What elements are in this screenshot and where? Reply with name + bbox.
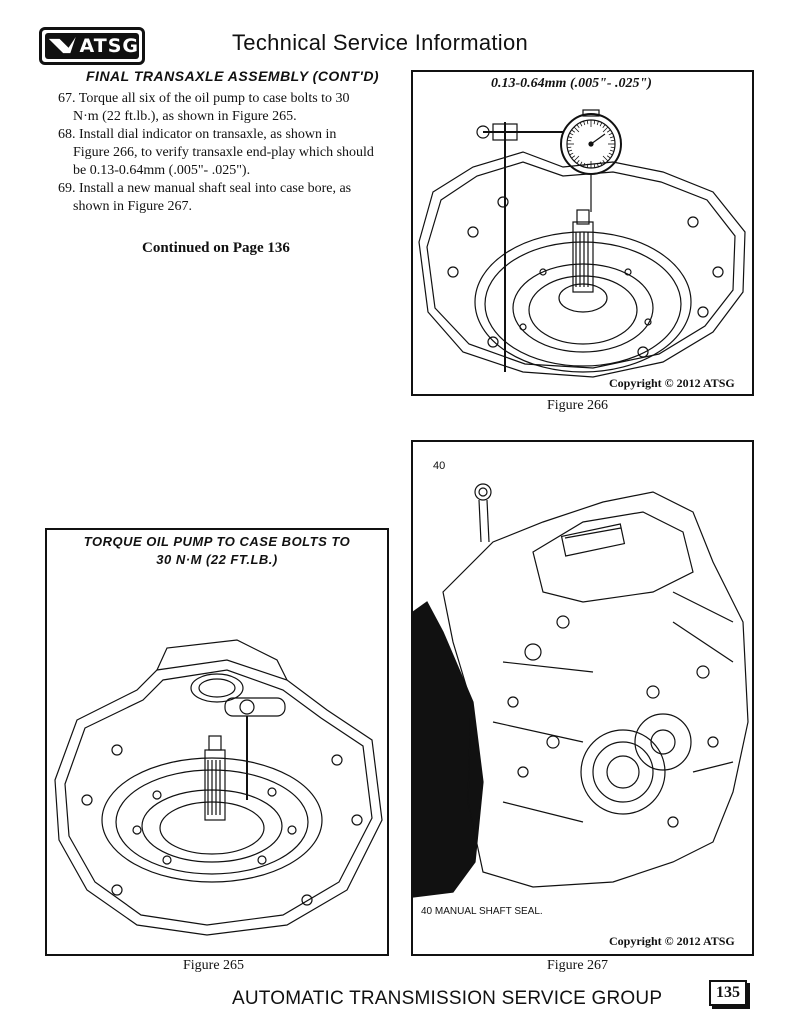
- page-number: 135: [709, 980, 747, 1006]
- dial-tick: [610, 139, 615, 142]
- dial-tick: [586, 120, 589, 125]
- dial-tick: [583, 121, 586, 126]
- dial-tick: [599, 122, 603, 127]
- figure-265-frame: TORQUE OIL PUMP TO CASE BOLTS TO 30 N·M …: [45, 528, 389, 956]
- figure-267-copyright: Copyright © 2012 ATSG: [609, 934, 735, 948]
- dial-tick: [602, 155, 609, 162]
- dial-tick: [579, 161, 583, 166]
- dial-tick: [576, 124, 580, 129]
- continued-note: Continued on Page 136: [142, 240, 290, 256]
- figure-265-illustration: [54, 639, 383, 936]
- dial-tick: [609, 136, 614, 139]
- end-play-spec-label: 0.13-0.64mm (.005"- .025"): [491, 76, 652, 91]
- dial-tick: [573, 126, 580, 133]
- figure-265-label-line1: TORQUE OIL PUMP TO CASE BOLTS TO: [83, 534, 351, 549]
- figure-267-frame: 40 40 MANUAL SHAFT SEAL. Copyright © 201…: [411, 440, 754, 956]
- page-title: Technical Service Information: [232, 30, 529, 55]
- dial-tick: [609, 149, 614, 152]
- dial-tick: [593, 120, 596, 125]
- figure-267-illustration: [413, 483, 749, 898]
- dial-tick: [608, 152, 613, 156]
- figure-267-caption: Figure 267: [547, 958, 609, 973]
- dial-tick: [610, 146, 615, 149]
- dial-tick: [567, 146, 572, 149]
- dial-tick: [569, 152, 574, 156]
- logo-check-icon: [48, 37, 76, 54]
- dial-tick: [586, 163, 589, 168]
- section-heading: FINAL TRANSAXLE ASSEMBLY (CONT'D): [86, 68, 380, 84]
- figure-266-illustration: [418, 109, 746, 378]
- dial-tick: [593, 163, 596, 168]
- dial-tick: [608, 132, 613, 136]
- dial-tick: [606, 129, 611, 133]
- atsg-logo: ATSG: [39, 27, 145, 65]
- callout-40: 40: [433, 460, 446, 472]
- figure-265-caption: Figure 265: [183, 958, 245, 973]
- dial-tick: [576, 159, 580, 164]
- dial-tick: [596, 121, 599, 126]
- figure-267-legend: 40 MANUAL SHAFT SEAL.: [421, 906, 543, 917]
- procedure-steps: 67. Torque all six of the oil pump to ca…: [58, 90, 376, 216]
- dial-tick: [596, 162, 599, 167]
- figure-266-copyright: Copyright © 2012 ATSG: [609, 376, 735, 390]
- dial-tick: [571, 155, 576, 159]
- dial-tick: [568, 136, 573, 139]
- dial-tick: [602, 126, 609, 133]
- step-67: 67. Torque all six of the oil pump to ca…: [58, 91, 350, 124]
- footer-org-name: AUTOMATIC TRANSMISSION SERVICE GROUP: [232, 988, 663, 1009]
- dial-tick: [599, 161, 603, 166]
- dial-tick: [567, 139, 572, 142]
- figure-266-caption: Figure 266: [547, 398, 609, 413]
- dial-tick: [571, 129, 576, 133]
- logo-text: ATSG: [79, 35, 139, 57]
- dial-tick: [602, 159, 606, 164]
- dial-tick: [606, 155, 611, 159]
- dial-tick: [602, 124, 606, 129]
- dial-tick: [568, 149, 573, 152]
- step-69: 69. Install a new manual shaft seal into…: [58, 181, 352, 214]
- dial-tick: [579, 122, 583, 127]
- figure-266-frame: 0.13-0.64mm (.005"- .025") Copyright © 2…: [411, 70, 754, 396]
- step-68: 68. Install dial indicator on transaxle,…: [58, 127, 374, 178]
- dial-tick: [573, 155, 580, 162]
- figure-265-label-line2: 30 N·M (22 FT.LB.): [156, 552, 278, 567]
- dial-tick: [569, 132, 574, 136]
- dial-tick: [583, 162, 586, 167]
